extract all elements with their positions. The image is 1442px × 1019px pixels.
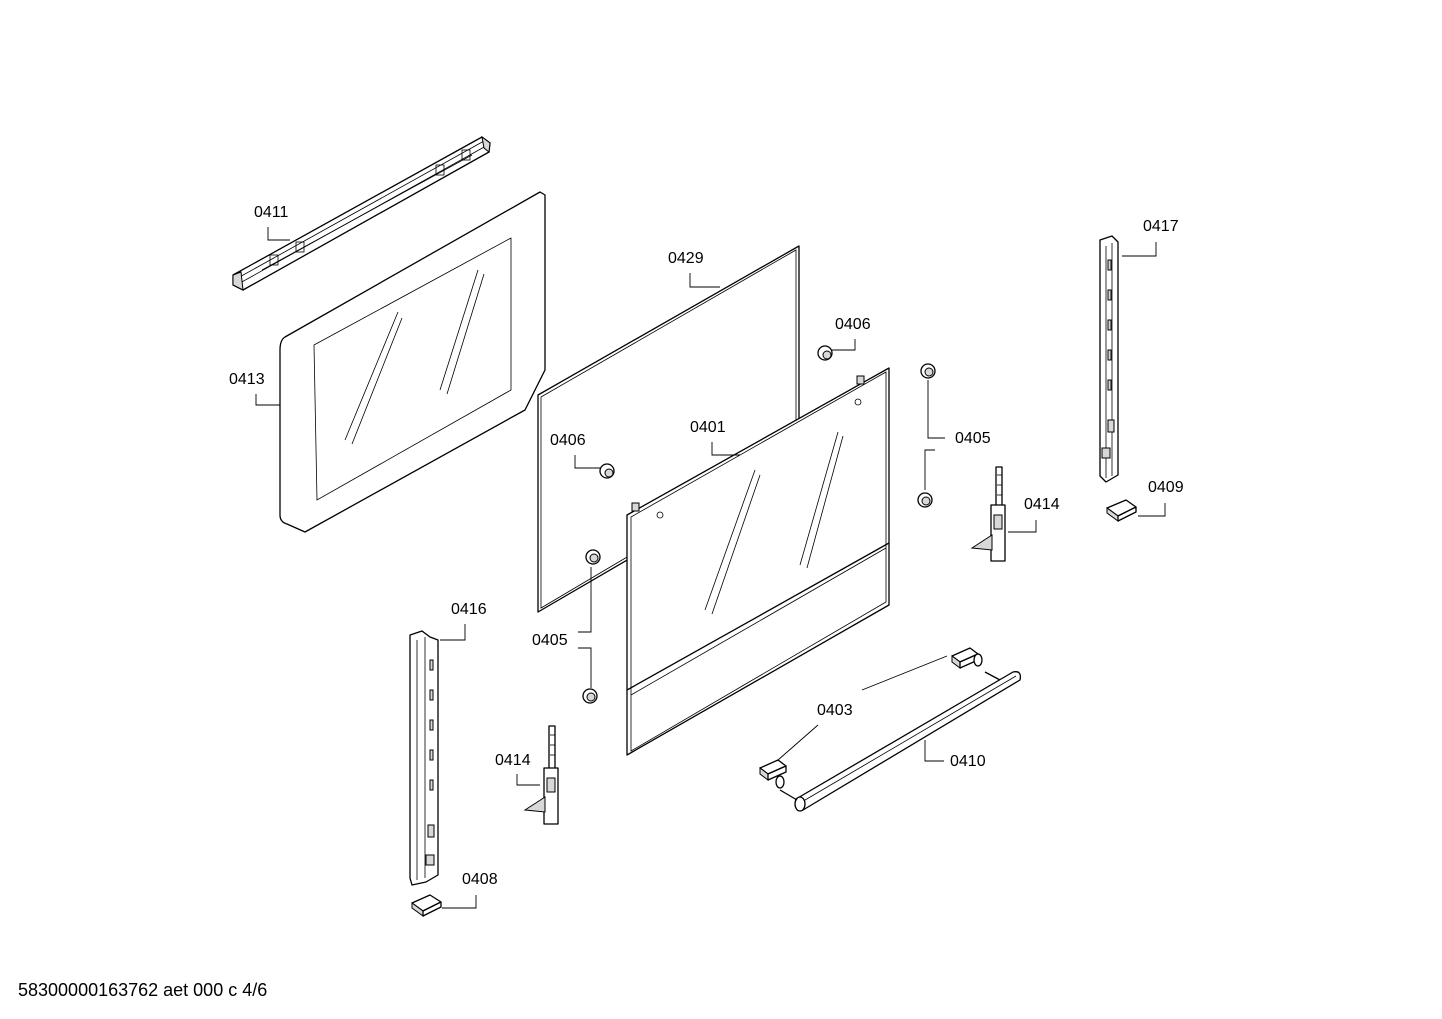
part-0405-bumper-a[interactable] [920, 363, 936, 379]
callout-0414-right[interactable]: 0414 [1024, 496, 1060, 513]
part-0408-bracket-left[interactable] [411, 894, 442, 917]
callout-0414-left[interactable]: 0414 [495, 752, 531, 769]
leader-lines [255, 227, 1166, 909]
part-0401-inner-door-frame[interactable] [626, 367, 890, 756]
callout-0405-left[interactable]: 0405 [532, 632, 568, 649]
callout-0406-lower[interactable]: 0406 [550, 432, 586, 449]
part-0414-hinge-right[interactable] [970, 466, 1006, 562]
part-0416-left-side-rail[interactable] [409, 630, 439, 886]
part-0403-handle-cap-upper[interactable] [951, 647, 983, 669]
callout-0417[interactable]: 0417 [1143, 218, 1179, 235]
callout-0411[interactable]: 0411 [254, 204, 289, 221]
callout-0413[interactable]: 0413 [229, 371, 265, 388]
part-0417-right-side-rail[interactable] [1099, 235, 1119, 483]
part-0411-top-trim-strip[interactable] [232, 135, 491, 291]
callout-0403[interactable]: 0403 [817, 702, 853, 719]
part-0405-bumper-c[interactable] [585, 549, 601, 565]
part-0406-spacer-upper[interactable] [817, 345, 833, 361]
part-0413-outer-door-panel[interactable] [279, 191, 546, 533]
part-0405-bumper-b[interactable] [917, 492, 933, 508]
part-0403-handle-cap-lower[interactable] [759, 759, 787, 789]
callout-0410[interactable]: 0410 [950, 753, 986, 770]
part-0406-spacer-lower[interactable] [599, 463, 615, 479]
callout-0409[interactable]: 0409 [1148, 479, 1184, 496]
part-0410-door-handle-bar[interactable] [779, 671, 1021, 812]
callout-labels: 0411 0413 0429 0406 0406 0401 0405 0405 … [229, 204, 1184, 888]
callout-0401[interactable]: 0401 [690, 419, 726, 436]
part-0409-bracket-right[interactable] [1106, 499, 1137, 522]
part-0414-hinge-left[interactable] [523, 725, 559, 825]
callout-0408[interactable]: 0408 [462, 871, 498, 888]
callout-0416[interactable]: 0416 [451, 601, 487, 618]
part-0405-bumper-d[interactable] [582, 688, 598, 704]
callout-0405-right[interactable]: 0405 [955, 430, 991, 447]
document-code: 58300000163762 aet 000 c 4/6 [18, 980, 268, 1000]
callout-0406-upper[interactable]: 0406 [835, 316, 871, 333]
callout-0429[interactable]: 0429 [668, 250, 704, 267]
